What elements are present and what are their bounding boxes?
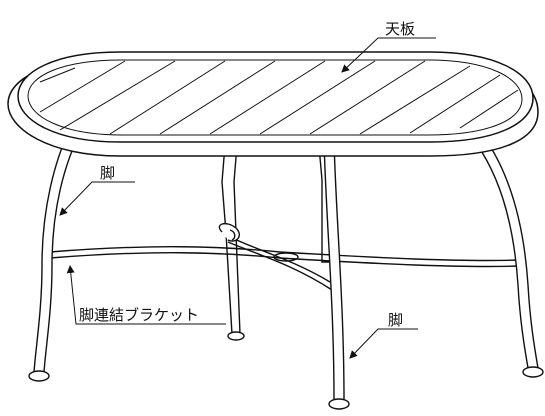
tabletop-leader: [341, 37, 436, 73]
back-left-leg-foot: [227, 331, 245, 341]
tabletop: [7, 51, 539, 157]
label-leg-bracket: 脚連結ブラケット: [79, 306, 199, 324]
tabletop-slats: [39, 60, 519, 135]
front-crossbar: [49, 246, 521, 262]
tabletop-surface: [17, 51, 534, 143]
front-center-leg-foot: [328, 398, 350, 410]
label-leg-left: 脚: [100, 164, 115, 182]
front-left-leg-foot: [28, 370, 50, 382]
label-tabletop: 天板: [385, 20, 415, 38]
leg-left-leader: [59, 181, 135, 216]
front-right-leg-foot: [522, 366, 544, 378]
leader-lines: [59, 37, 436, 359]
leg-right-leader: [349, 328, 418, 359]
bracket-leader: [66, 265, 226, 325]
front-center-leg: [323, 139, 345, 401]
tabletop-inner-rim: [27, 59, 523, 136]
label-leg-right: 脚: [388, 311, 403, 329]
front-right-leg: [462, 123, 539, 369]
center-hole: [273, 252, 299, 262]
front-legs: [28, 111, 544, 410]
leg-bracket: [49, 222, 525, 291]
